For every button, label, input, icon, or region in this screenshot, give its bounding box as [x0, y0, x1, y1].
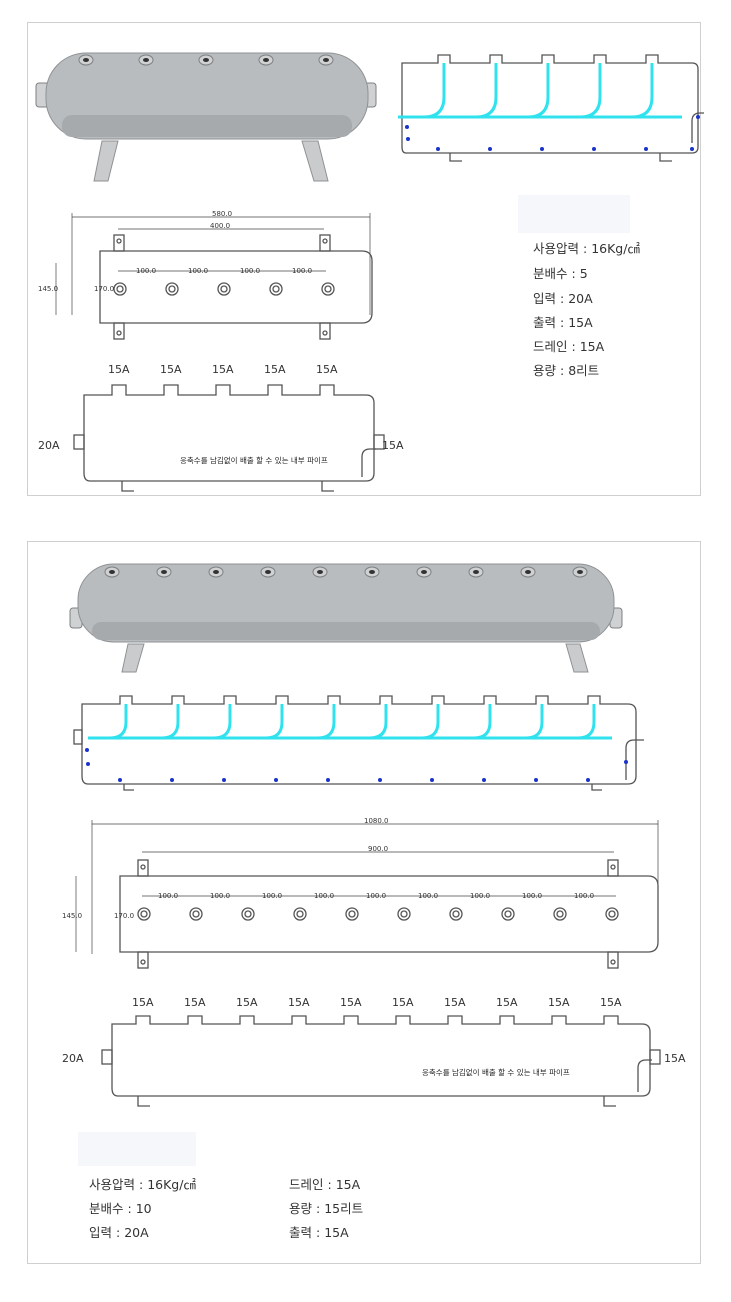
inlet-label: 20A: [38, 439, 60, 452]
dim-overall: 580.0: [212, 210, 232, 218]
dim-pitch: 100.0: [210, 892, 230, 900]
inlet-label: 20A: [62, 1052, 84, 1065]
spec-pressure: 사용압력 : 16Kg/㎠: [89, 1177, 196, 1192]
internal-pipe-note: 응축수를 남김없이 배출 할 수 있는 내부 파이프: [422, 1067, 570, 1077]
product-panel-small: 580.0 400.0 100.0 100.0 100.0 100.0 145.…: [27, 22, 704, 496]
outlet-label: 15A: [496, 996, 518, 1009]
internal-pipe-note: 응축수를 남김없이 배출 할 수 있는 내부 파이프: [180, 455, 328, 465]
spec-outlets: 분배수 : 5: [533, 266, 588, 281]
spec-outlets: 분배수 : 10: [89, 1201, 152, 1216]
outlet-label: 15A: [288, 996, 310, 1009]
outlet-label: 15A: [184, 996, 206, 1009]
spec-input: 입력 : 20A: [89, 1225, 149, 1240]
spec-input: 입력 : 20A: [533, 291, 593, 306]
dim-height-a: 145.0: [62, 912, 82, 920]
dim-height-b: 170.0: [114, 912, 134, 920]
dim-mount: 400.0: [210, 222, 230, 230]
dim-pitch: 100.0: [136, 267, 156, 275]
outlet-label: 15A: [316, 363, 338, 376]
spec-image-placeholder: [518, 195, 630, 233]
dim-pitch: 100.0: [314, 892, 334, 900]
outlet-label: 15A: [548, 996, 570, 1009]
flow-schematic-small: [398, 54, 704, 162]
outlet-label: 15A: [392, 996, 414, 1009]
tank-photo-large: [69, 563, 623, 673]
dim-mount: 900.0: [368, 845, 388, 853]
outlet-label: 15A: [600, 996, 622, 1009]
drain-label: 15A: [664, 1052, 686, 1065]
flow-schematic-large: [73, 695, 644, 791]
spec-capacity: 용량 : 8리트: [533, 363, 600, 378]
section-drawing-large: 15A 15A 15A 15A 15A 15A 15A 15A 15A 15A …: [62, 996, 686, 1107]
outlet-label: 15A: [212, 363, 234, 376]
dim-pitch: 100.0: [262, 892, 282, 900]
product-panel-large: 1080.0 900.0 100.0 100.0 100.0 100.0 100…: [27, 541, 701, 1264]
dimension-drawing-small: 580.0 400.0 100.0 100.0 100.0 100.0 145.…: [38, 210, 373, 340]
spec-image-placeholder: [78, 1132, 196, 1166]
outlet-label: 15A: [132, 996, 154, 1009]
spec-drain: 드레인 : 15A: [289, 1177, 361, 1192]
dim-pitch: 100.0: [240, 267, 260, 275]
outlet-label: 15A: [340, 996, 362, 1009]
dim-pitch: 100.0: [470, 892, 490, 900]
outlet-label: 15A: [108, 363, 130, 376]
outlet-label: 15A: [444, 996, 466, 1009]
dim-pitch: 100.0: [188, 267, 208, 275]
dim-pitch: 100.0: [366, 892, 386, 900]
dimension-drawing-large: 1080.0 900.0 100.0 100.0 100.0 100.0 100…: [62, 817, 659, 969]
spec-capacity: 용량 : 15리트: [289, 1201, 364, 1216]
dim-height-a: 145.0: [38, 285, 58, 293]
spec-pressure: 사용압력 : 16Kg/㎠: [533, 241, 640, 256]
dim-pitch: 100.0: [522, 892, 542, 900]
dim-pitch: 100.0: [574, 892, 594, 900]
dim-pitch: 100.0: [158, 892, 178, 900]
dim-pitch: 100.0: [292, 267, 312, 275]
section-drawing-small: 15A 15A 15A 15A 15A 20A 15A 응축수를 남김없이 배출…: [38, 363, 404, 492]
tank-photo-small: [35, 52, 377, 182]
spec-drain: 드레인 : 15A: [533, 339, 605, 354]
dim-pitch: 100.0: [418, 892, 438, 900]
drain-label: 15A: [382, 439, 404, 452]
spec-output: 출력 : 15A: [289, 1225, 349, 1240]
dim-overall: 1080.0: [364, 817, 389, 825]
spec-output: 출력 : 15A: [533, 315, 593, 330]
outlet-label: 15A: [264, 363, 286, 376]
outlet-label: 15A: [160, 363, 182, 376]
outlet-label: 15A: [236, 996, 258, 1009]
dim-height-b: 170.0: [94, 285, 114, 293]
